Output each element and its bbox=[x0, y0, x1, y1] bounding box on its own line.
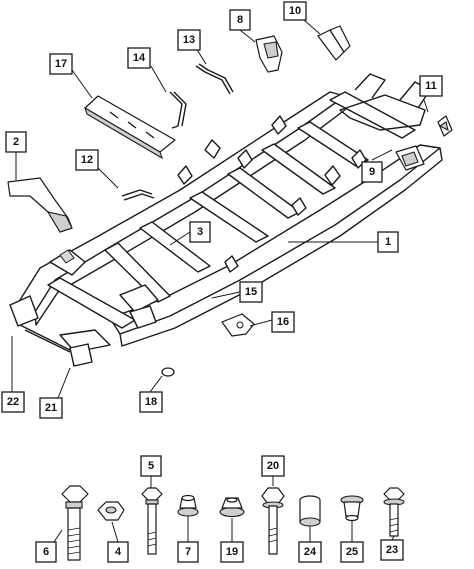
svg-text:19: 19 bbox=[226, 546, 238, 558]
callout-6: 6 bbox=[35, 541, 57, 563]
cap-nut-part-25 bbox=[340, 495, 364, 522]
rod-part-12 bbox=[121, 189, 155, 201]
bolt-part-20 bbox=[261, 487, 285, 555]
callout-7: 7 bbox=[177, 541, 199, 563]
svg-text:10: 10 bbox=[289, 5, 301, 17]
svg-text:13: 13 bbox=[183, 34, 195, 46]
svg-text:18: 18 bbox=[145, 396, 157, 408]
svg-text:6: 6 bbox=[43, 546, 49, 558]
svg-text:2: 2 bbox=[13, 136, 19, 148]
leader-lines bbox=[11, 19, 429, 543]
callout-8: 8 bbox=[229, 9, 251, 31]
callout-15: 15 bbox=[239, 281, 263, 303]
callout-25: 25 bbox=[340, 541, 364, 563]
rod-part-14 bbox=[169, 91, 187, 129]
callout-20: 20 bbox=[261, 455, 285, 477]
callout-22: 22 bbox=[1, 391, 25, 413]
bracket-part-10 bbox=[317, 25, 351, 61]
svg-text:16: 16 bbox=[277, 316, 289, 328]
svg-text:4: 4 bbox=[115, 546, 122, 558]
svg-text:15: 15 bbox=[245, 286, 257, 298]
callout-21: 21 bbox=[39, 397, 63, 419]
svg-text:24: 24 bbox=[304, 546, 317, 558]
callout-14: 14 bbox=[127, 47, 151, 69]
callout-17: 17 bbox=[49, 53, 73, 75]
svg-text:5: 5 bbox=[148, 460, 154, 472]
svg-text:9: 9 bbox=[369, 166, 375, 178]
svg-text:7: 7 bbox=[185, 546, 191, 558]
bolt-part-6 bbox=[61, 485, 89, 561]
svg-text:25: 25 bbox=[346, 546, 358, 558]
bracket-part-2 bbox=[7, 177, 73, 233]
callout-19: 19 bbox=[220, 541, 244, 563]
callout-1: 1 bbox=[377, 231, 399, 253]
callout-9: 9 bbox=[361, 161, 383, 183]
svg-text:20: 20 bbox=[267, 460, 279, 472]
svg-text:14: 14 bbox=[133, 52, 146, 64]
svg-text:12: 12 bbox=[81, 154, 93, 166]
svg-text:8: 8 bbox=[237, 14, 243, 26]
callout-18: 18 bbox=[139, 391, 163, 413]
bracket-part-8 bbox=[255, 35, 283, 73]
svg-text:23: 23 bbox=[386, 544, 398, 556]
plate-part-16 bbox=[221, 313, 255, 337]
clip-part-11 bbox=[437, 115, 453, 137]
crossmember-plate-part-17 bbox=[84, 95, 176, 160]
bushing-part-24 bbox=[299, 495, 321, 527]
callout-2: 2 bbox=[5, 131, 27, 153]
svg-text:1: 1 bbox=[385, 236, 391, 248]
svg-text:11: 11 bbox=[425, 80, 437, 92]
bracket-part-9 bbox=[395, 145, 425, 171]
callout-11: 11 bbox=[419, 75, 443, 97]
svg-text:21: 21 bbox=[45, 402, 57, 414]
svg-text:3: 3 bbox=[197, 226, 203, 238]
callout-4: 4 bbox=[107, 541, 129, 563]
callout-12: 12 bbox=[75, 149, 99, 171]
svg-text:17: 17 bbox=[55, 58, 67, 70]
callout-16: 16 bbox=[271, 311, 295, 333]
frame-assembly bbox=[9, 73, 443, 367]
flange-nut-part-19 bbox=[219, 497, 245, 518]
bolt-part-23 bbox=[383, 487, 405, 537]
callout-23: 23 bbox=[380, 539, 404, 561]
svg-text:22: 22 bbox=[7, 396, 19, 408]
plug-part-18 bbox=[161, 367, 175, 377]
callout-24: 24 bbox=[298, 541, 322, 563]
rod-part-13 bbox=[195, 63, 234, 95]
callout-5: 5 bbox=[140, 455, 162, 477]
callout-10: 10 bbox=[283, 1, 307, 21]
flange-nut-part-7 bbox=[177, 494, 199, 517]
callout-3: 3 bbox=[189, 221, 211, 243]
callout-13: 13 bbox=[177, 29, 201, 51]
bolt-part-5 bbox=[141, 487, 163, 555]
nut-part-4 bbox=[97, 501, 125, 521]
